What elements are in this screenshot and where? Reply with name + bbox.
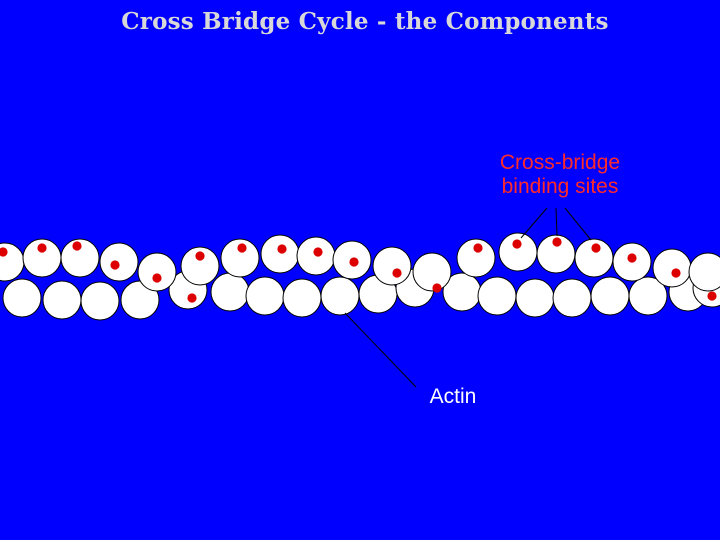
leader-line-binding-3 xyxy=(564,207,592,241)
actin-monomer xyxy=(282,278,322,318)
actin-monomer xyxy=(590,276,630,316)
actin-monomer xyxy=(245,276,285,316)
actin-strand-lower xyxy=(2,268,720,321)
actin-label: Actin xyxy=(429,385,477,408)
binding-sites-label-line1: Cross-bridge xyxy=(499,151,621,174)
actin-monomer xyxy=(652,248,692,288)
actin-monomer xyxy=(412,252,452,292)
actin-monomer xyxy=(498,232,538,272)
binding-site xyxy=(110,260,120,270)
leader-lines xyxy=(344,207,592,388)
actin-monomer xyxy=(456,238,496,278)
actin-monomer xyxy=(60,238,100,278)
actin-monomer xyxy=(220,238,260,278)
actin-monomer xyxy=(99,242,139,282)
binding-sites-label: Cross-bridge binding sites xyxy=(480,151,640,199)
binding-site xyxy=(0,247,8,257)
leader-line-actin xyxy=(344,312,417,388)
binding-site xyxy=(72,241,82,251)
actin-monomer xyxy=(2,278,42,318)
slide-title: Cross Bridge Cycle - the Components xyxy=(121,8,609,35)
actin-monomer xyxy=(320,276,360,316)
actin-monomer xyxy=(688,252,720,292)
actin-monomer xyxy=(137,252,177,292)
actin-monomer xyxy=(628,276,668,316)
actin-monomer xyxy=(42,280,82,320)
binding-site xyxy=(552,237,562,247)
leader-line-binding-2 xyxy=(555,207,558,237)
actin-monomer xyxy=(552,278,592,318)
binding-site xyxy=(591,243,601,253)
binding-site xyxy=(37,243,47,253)
binding-site xyxy=(313,247,323,257)
binding-site xyxy=(627,253,637,263)
actin-monomer xyxy=(372,246,412,286)
binding-site xyxy=(195,251,205,261)
binding-sites-label-line2: binding sites xyxy=(501,175,619,198)
binding-site xyxy=(187,293,197,303)
binding-site xyxy=(707,291,717,301)
binding-site xyxy=(473,243,483,253)
binding-site xyxy=(237,243,247,253)
actin-monomer xyxy=(180,246,220,286)
binding-site xyxy=(432,283,442,293)
binding-site xyxy=(349,257,359,267)
binding-site xyxy=(277,244,287,254)
binding-site xyxy=(392,268,402,278)
binding-site xyxy=(671,268,681,278)
actin-monomer xyxy=(477,276,517,316)
actin-monomer xyxy=(260,234,300,274)
binding-site xyxy=(152,273,162,283)
actin-strand-upper xyxy=(0,232,720,303)
actin-monomer xyxy=(515,278,555,318)
actin-monomer xyxy=(210,272,250,312)
leader-line-binding-1 xyxy=(520,207,548,239)
actin-monomer xyxy=(80,281,120,321)
binding-site xyxy=(512,239,522,249)
